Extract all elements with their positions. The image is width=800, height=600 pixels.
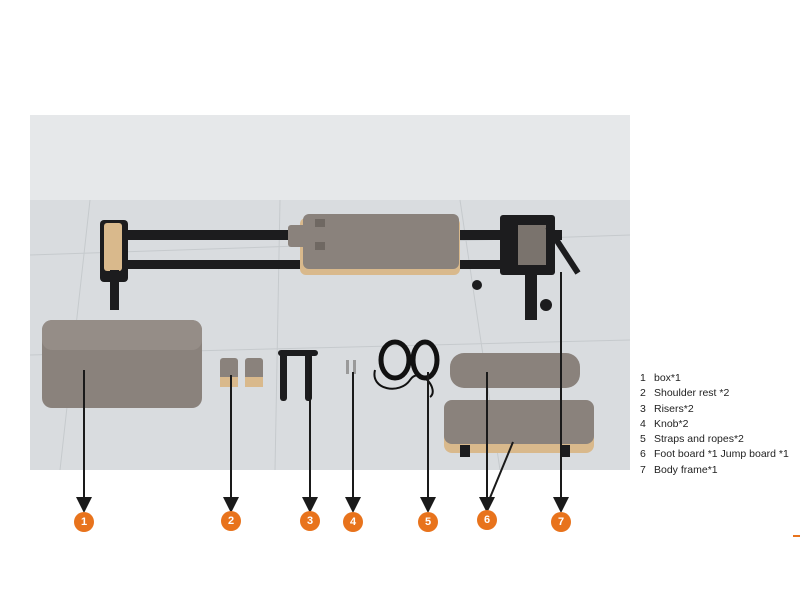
legend-text: Risers*2 [654, 402, 694, 415]
legend-text: Body frame*1 [654, 463, 718, 476]
legend-item: 1 box*1 [640, 371, 800, 386]
legend-num: 4 [640, 417, 646, 430]
legend-num: 7 [640, 463, 646, 476]
legend-text: Shoulder rest *2 [654, 387, 730, 400]
wall [30, 115, 630, 200]
legend-text: Straps and ropes*2 [654, 433, 744, 446]
legend-num: 6 [640, 448, 646, 461]
knobs [346, 360, 356, 374]
edge-mark [793, 535, 800, 537]
legend-num: 2 [640, 387, 646, 400]
legend-num: 1 [640, 372, 646, 384]
straps-and-ropes [373, 339, 440, 398]
badge-4: 4 [343, 512, 363, 532]
shoulder-rests [220, 358, 263, 387]
legend-item: 6 Foot board *1 Jump board *1 [640, 447, 800, 462]
parts-legend: 1 box*1 2 Shoulder rest *2 3 Risers*2 4 Knob… [640, 371, 800, 478]
badge-5: 5 [418, 512, 438, 532]
badge-7: 7 [551, 512, 571, 532]
product-photo [30, 115, 630, 470]
legend-num: 3 [640, 402, 646, 415]
box [42, 320, 202, 408]
badge-3: 3 [300, 511, 320, 531]
legend-item: 3 Risers*2 [640, 402, 800, 417]
legend-item: 2 Shoulder rest *2 [640, 386, 800, 401]
legend-text: box*1 [654, 372, 681, 384]
jump-board [444, 400, 594, 457]
legend-num: 5 [640, 433, 646, 446]
legend-text: Knob*2 [654, 417, 689, 430]
badge-1: 1 [74, 512, 94, 532]
legend-item: 7 Body frame*1 [640, 463, 800, 478]
badge-2: 2 [221, 511, 241, 531]
carriage [288, 214, 460, 275]
badge-6: 6 [477, 510, 497, 530]
legend-text: Foot board *1 Jump board *1 [654, 448, 789, 461]
legend-item: 5 Straps and ropes*2 [640, 432, 800, 447]
foot-board [450, 353, 580, 388]
legend-item: 4 Knob*2 [640, 417, 800, 432]
